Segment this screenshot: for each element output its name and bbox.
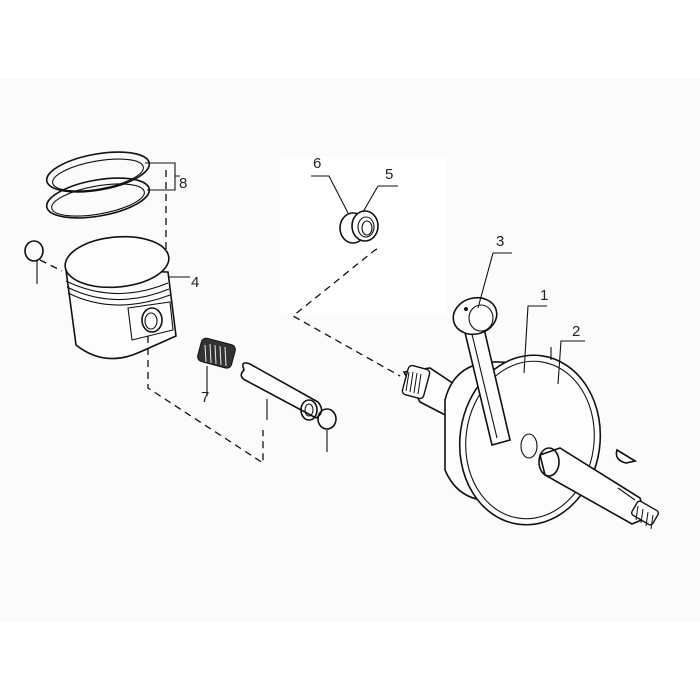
piston-rings-icon — [45, 151, 151, 219]
circlip-right-icon — [317, 408, 337, 452]
callout-7: 7 — [201, 389, 210, 406]
circlip-left-icon — [24, 240, 63, 284]
needle-cage-icon — [197, 337, 236, 369]
callout-6: 6 — [313, 155, 322, 172]
callout-2: 2 — [572, 323, 581, 340]
piston-pin-icon — [240, 362, 323, 421]
connecting-rod-icon — [452, 296, 511, 446]
crankshaft-icon — [401, 354, 659, 530]
callout-3: 3 — [496, 233, 505, 250]
piston-icon — [64, 235, 177, 360]
callout-1: 1 — [540, 287, 549, 304]
bearing-icon — [339, 210, 379, 244]
callout-5: 5 — [385, 166, 394, 183]
callout-4: 4 — [191, 274, 200, 291]
woodruff-key-icon — [615, 448, 638, 464]
callout-8: 8 — [179, 175, 188, 192]
